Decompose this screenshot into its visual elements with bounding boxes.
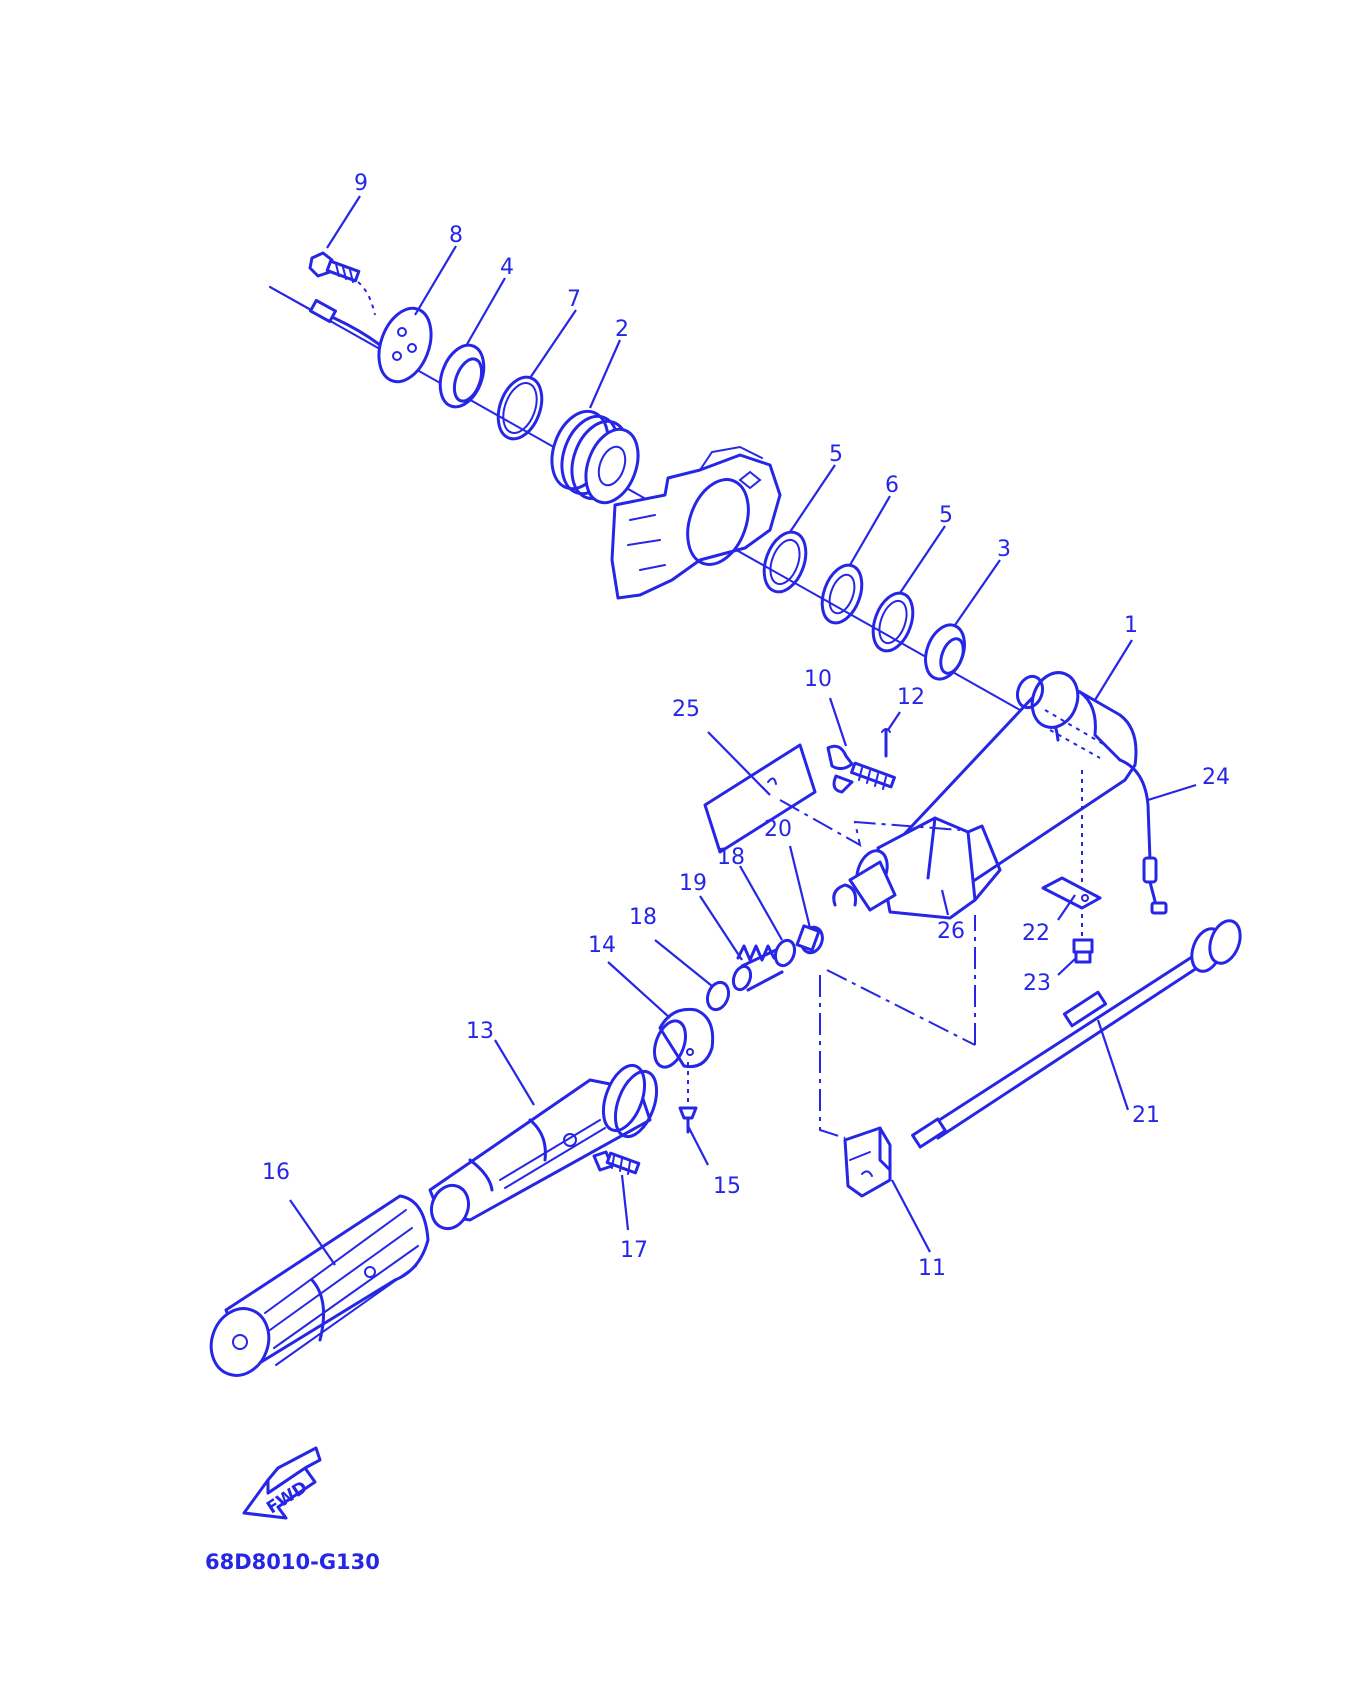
steering-bracket	[610, 445, 782, 600]
part-11-clip	[843, 1126, 892, 1198]
callout-25: 25	[672, 697, 700, 722]
part-5-washer	[762, 530, 808, 594]
callout-labels: 9 8 4 7 2 5 6 5 3 1 10 12 25 24 20 18 19…	[262, 171, 1230, 1281]
callout-11: 11	[918, 1256, 946, 1281]
part-3-collar	[924, 623, 966, 681]
callout-10: 10	[804, 667, 832, 692]
callout-17: 17	[620, 1238, 648, 1263]
part-6-spring-washer	[820, 563, 864, 625]
callout-15: 15	[713, 1174, 741, 1199]
part-19-spring	[731, 944, 784, 992]
callout-23: 23	[1023, 971, 1051, 996]
callout-8: 8	[449, 223, 463, 248]
part-10-wing-screw	[826, 744, 896, 794]
part-4-collar	[438, 343, 486, 409]
callout-5-second: 5	[939, 503, 953, 528]
callout-3: 3	[997, 537, 1011, 562]
callout-7: 7	[567, 287, 581, 312]
callout-19: 19	[679, 871, 707, 896]
callout-2: 2	[615, 317, 629, 342]
part-13-throttle-shaft	[428, 1063, 659, 1231]
cable-end	[269, 286, 382, 347]
diagram-code: 68D8010-G130	[205, 1550, 380, 1574]
callout-16: 16	[262, 1160, 290, 1185]
part-9-bolt	[308, 251, 376, 316]
part-14-friction-sleeve	[652, 1007, 715, 1069]
part-16-throttle-grip	[209, 1194, 430, 1377]
part-12-pin	[881, 728, 891, 758]
callout-18: 18	[717, 845, 745, 870]
leader-lines	[289, 195, 1197, 1266]
callout-1: 1	[1124, 613, 1138, 638]
callout-18-second: 18	[629, 905, 657, 930]
callout-9: 9	[354, 171, 368, 196]
callout-6: 6	[885, 473, 899, 498]
callout-20: 20	[764, 817, 792, 842]
callout-13: 13	[466, 1019, 494, 1044]
part-17-screw	[592, 1150, 641, 1175]
part-1-tiller-handle	[832, 671, 1138, 940]
part-25-label-decal	[703, 743, 961, 854]
part-7-ring	[496, 375, 544, 441]
part-21-shift-rod	[911, 919, 1242, 1149]
part-18-washer	[773, 938, 797, 968]
part-2-throttle-drum	[550, 409, 640, 505]
part-15-screw	[678, 1062, 698, 1134]
part-23-screw	[1072, 938, 1094, 964]
callout-22: 22	[1022, 921, 1050, 946]
part-8-plate	[377, 306, 433, 384]
fwd-arrow-icon: FWD	[242, 1446, 322, 1520]
callout-26: 26	[937, 919, 965, 944]
part-24-stop-switch-wire	[1118, 758, 1168, 915]
callout-14: 14	[588, 933, 616, 958]
callout-21: 21	[1132, 1103, 1160, 1128]
part-18-washer-second	[705, 980, 731, 1012]
part-22-plate	[1041, 876, 1102, 910]
callout-12: 12	[897, 685, 925, 710]
callout-24: 24	[1202, 765, 1230, 790]
callout-4: 4	[500, 255, 514, 280]
part-5-washer-second	[871, 591, 915, 653]
callout-5: 5	[829, 442, 843, 467]
part-20-adjust-screw	[795, 924, 824, 955]
